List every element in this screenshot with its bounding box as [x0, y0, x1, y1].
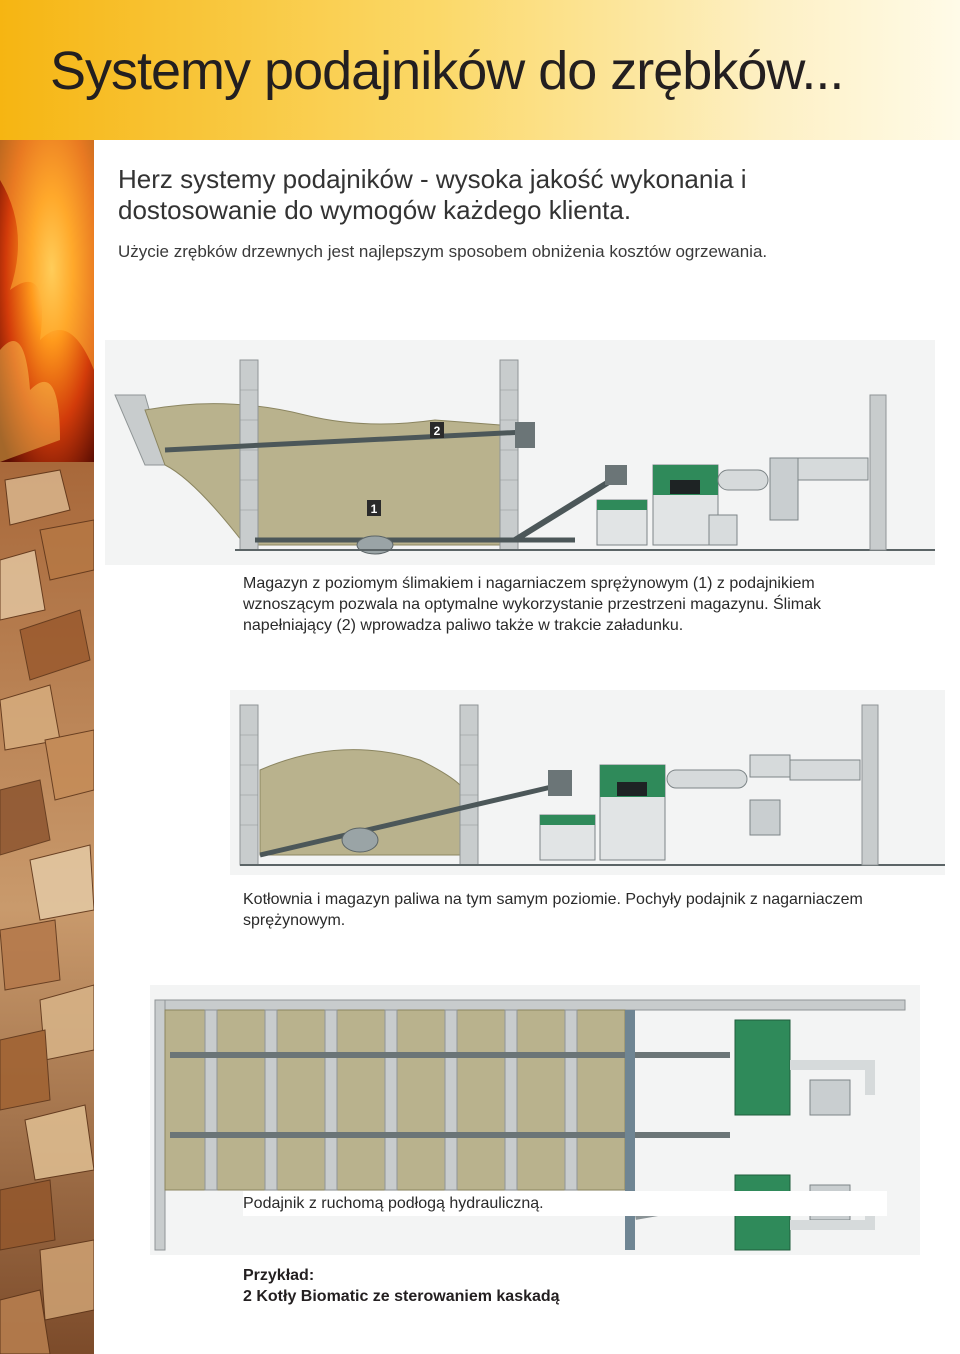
label-1: 1 [371, 502, 378, 516]
diagram-hydraulic-moving-floor [150, 985, 920, 1260]
page-title: Systemy podajników do zrębków... [50, 41, 844, 101]
example-label: Przykład: [243, 1267, 315, 1284]
example-block: Przykład: 2 Kotły Biomatic ze sterowanie… [243, 1265, 560, 1307]
caption-inclined-feeder: Kotłownia i magazyn paliwa na tym samym … [243, 891, 863, 929]
caption-horizontal-screw: Magazyn z poziomym ślimakiem i nagarniac… [243, 575, 822, 634]
wood-chips-photo [0, 140, 94, 1354]
intro-subheading: Użycie zrębków drzewnych jest najlepszym… [118, 242, 768, 261]
intro-heading: Herz systemy podajników - wysoka jakość … [118, 164, 747, 225]
example-text: 2 Kotły Biomatic ze sterowaniem kaskadą [243, 1288, 560, 1305]
diagram-horizontal-screw-storage: 2 1 [105, 340, 935, 570]
diagram-inclined-feeder [230, 690, 945, 880]
header-banner: Systemy podajników do zrębków... [0, 0, 960, 140]
caption-hydraulic-floor: Podajnik z ruchomą podłogą hydrauliczną. [243, 1191, 887, 1216]
label-2: 2 [434, 424, 441, 438]
